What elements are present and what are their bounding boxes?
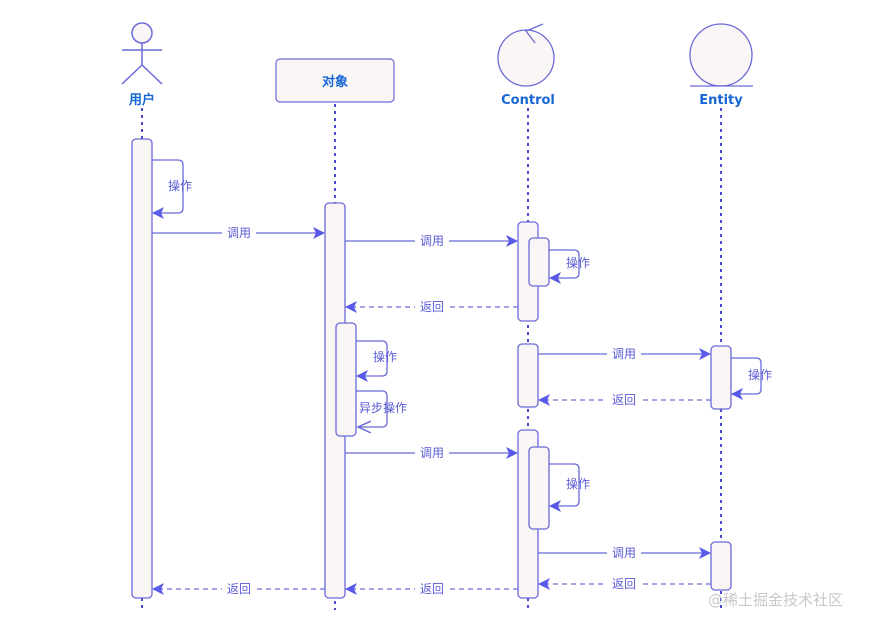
message-8-label: 操作 — [748, 367, 772, 382]
message-3-label: 操作 — [566, 255, 590, 270]
participant-user[interactable] — [121, 22, 163, 85]
message-15-label: 返回 — [227, 582, 251, 596]
message-7-label: 调用 — [612, 347, 636, 361]
message-6-arrow[interactable] — [356, 390, 388, 427]
message-14-label: 返回 — [420, 582, 444, 596]
message-11-arrow[interactable] — [549, 463, 580, 512]
participant-object[interactable]: 对象 — [275, 58, 395, 103]
message-10-label: 调用 — [420, 446, 444, 460]
activation-entity-1 — [710, 345, 732, 410]
participant-control[interactable]: Control — [497, 23, 555, 108]
activation-control-2 — [517, 343, 539, 408]
object-box — [275, 58, 395, 103]
message-5-label: 操作 — [373, 349, 397, 364]
message-0-arrow[interactable] — [152, 159, 184, 219]
message-1-label: 调用 — [227, 226, 251, 240]
participant-label-object: 对象 — [322, 74, 348, 90]
participant-label-entity: Entity — [699, 93, 743, 108]
message-2-label: 调用 — [420, 234, 444, 248]
watermark: @稀土掘金技术社区 — [708, 591, 843, 609]
messages — [152, 159, 762, 595]
participant-label-user: 用户 — [128, 92, 155, 108]
activation-control-1-nested — [528, 237, 550, 287]
activations — [131, 138, 732, 599]
message-labels: 操作 调用 调用 操作 返回 操作 异步操作 调用 操作 返回 调用 操作 调用… — [168, 178, 772, 596]
control-arrow-icon — [524, 23, 544, 44]
message-0-label: 操作 — [168, 178, 192, 193]
message-4-label: 返回 — [420, 300, 444, 314]
message-9-label: 返回 — [612, 393, 636, 407]
activation-control-3-nested — [528, 446, 550, 530]
activation-object-nested — [335, 322, 357, 437]
message-3-arrow[interactable] — [549, 249, 580, 284]
message-5-arrow[interactable] — [356, 340, 388, 382]
actor-head-icon — [131, 22, 153, 44]
message-12-label: 调用 — [612, 546, 636, 560]
entity-circle-icon — [689, 23, 753, 87]
participant-entity[interactable]: Entity — [689, 23, 753, 108]
message-13-label: 返回 — [612, 577, 636, 591]
participant-label-control: Control — [501, 93, 555, 108]
message-11-label: 操作 — [566, 476, 590, 491]
control-circle-icon — [497, 29, 555, 87]
activation-user — [131, 138, 153, 599]
message-6-label: 异步操作 — [359, 400, 407, 415]
activation-entity-2 — [710, 541, 732, 591]
message-8-arrow[interactable] — [731, 357, 762, 400]
